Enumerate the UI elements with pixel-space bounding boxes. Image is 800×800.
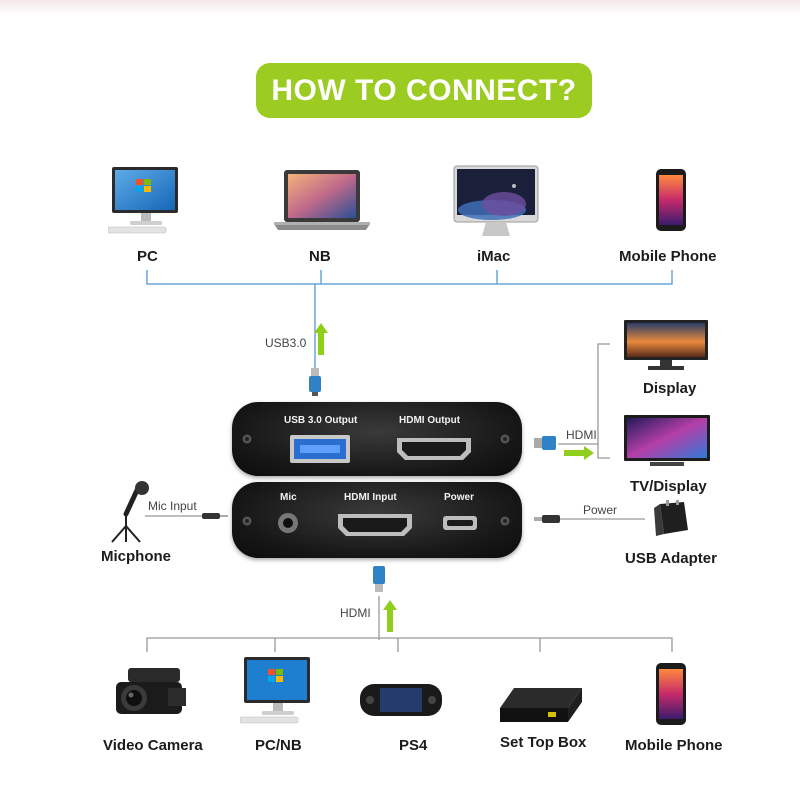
usb-link-label: USB3.0 xyxy=(265,336,307,350)
top-bus-line xyxy=(146,270,673,285)
mic-jack-port[interactable] xyxy=(277,512,299,534)
power-port[interactable] xyxy=(443,516,477,530)
laptop-icon xyxy=(270,168,374,234)
bottom-device-label-ps4: PS4 xyxy=(399,737,428,754)
power-plug-icon xyxy=(534,514,560,524)
top-fade-band xyxy=(0,0,800,14)
set-top-box-icon xyxy=(498,684,584,728)
screw-icon xyxy=(242,434,252,444)
hdmi-connector-icon xyxy=(534,435,558,451)
mic-label: Micphone xyxy=(101,548,171,565)
capture-box-output-side: USB 3.0 Output HDMI Output xyxy=(232,402,522,476)
screw-icon xyxy=(500,516,510,526)
video-camera-icon xyxy=(112,660,192,724)
power-port-label: Power xyxy=(444,492,475,503)
bottom-bus-line xyxy=(146,637,673,652)
mic-port-label: Mic xyxy=(280,492,297,503)
how-to-connect-title: HOW TO CONNECT? xyxy=(256,63,592,118)
top-device-label-nb: NB xyxy=(309,248,331,265)
power-adapter-label: USB Adapter xyxy=(625,550,717,567)
usb-adapter-icon xyxy=(652,500,690,540)
mic-link-label: Mic Input xyxy=(148,499,197,513)
power-link-label: Power xyxy=(583,503,618,517)
top-device-label-imac: iMac xyxy=(477,248,511,265)
usb-output-port[interactable] xyxy=(290,435,350,463)
bottom-device-label-pc-nb: PC/NB xyxy=(255,737,302,754)
microphone-icon xyxy=(104,480,154,546)
output-label-tv-display: TV/Display xyxy=(630,478,707,495)
hdmi-input-port-label: HDMI Input xyxy=(344,492,397,503)
screw-icon xyxy=(242,516,252,526)
hdmi-cable-connector-icon xyxy=(373,566,385,596)
hdmi-output-port[interactable] xyxy=(395,436,473,462)
bottom-device-label-video-camera: Video Camera xyxy=(103,737,203,754)
output-label-display: Display xyxy=(643,380,697,397)
top-device-label-pc: PC xyxy=(137,248,158,265)
capture-box-input-side: Mic HDMI Input Power xyxy=(232,482,522,558)
audio-plug-icon xyxy=(202,511,228,521)
usb-output-port-label: USB 3.0 Output xyxy=(284,415,358,426)
top-device-label-mobile-phone: Mobile Phone xyxy=(619,248,717,265)
hdmi-output-port-label: HDMI Output xyxy=(399,415,461,426)
tv-icon xyxy=(624,415,710,469)
up-arrow-icon xyxy=(314,323,328,355)
screw-icon xyxy=(500,434,510,444)
pc-monitor-icon xyxy=(240,655,316,727)
up-arrow-icon xyxy=(383,600,397,632)
hdmi-input-port[interactable] xyxy=(336,512,414,538)
pc-monitor-icon xyxy=(108,165,184,237)
handheld-console-icon xyxy=(360,680,442,720)
output-bracket-line xyxy=(597,343,610,459)
bottom-device-label-set-top-box: Set Top Box xyxy=(500,734,587,751)
usb-connector-icon xyxy=(309,368,321,396)
mobile-phone-icon xyxy=(655,662,687,726)
bottom-device-label-mobile-phone: Mobile Phone xyxy=(625,737,723,754)
right-arrow-icon xyxy=(564,446,594,460)
display-monitor-icon xyxy=(624,320,708,372)
mobile-phone-icon xyxy=(655,168,687,232)
hdmi-out-label: HDMI xyxy=(566,428,597,442)
imac-icon xyxy=(452,164,540,240)
hdmi-in-label: HDMI xyxy=(340,606,371,620)
